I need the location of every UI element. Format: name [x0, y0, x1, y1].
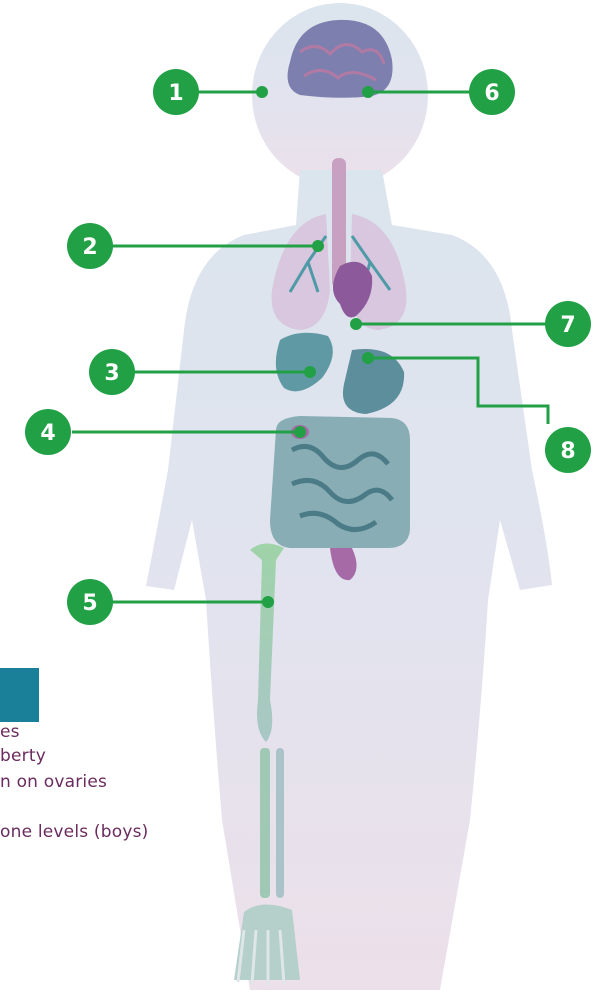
legend-line-4: one levels (boys): [0, 822, 149, 842]
legend-header-box: [0, 668, 39, 722]
marker-badge-1: 1: [153, 69, 199, 115]
svg-text:8: 8: [560, 439, 575, 464]
svg-text:1: 1: [168, 81, 183, 106]
svg-text:4: 4: [40, 421, 55, 446]
svg-text:5: 5: [82, 591, 97, 616]
svg-text:2: 2: [82, 235, 97, 260]
svg-text:6: 6: [484, 81, 499, 106]
legend-line-1: es: [0, 722, 20, 742]
legend-line-2: berty: [0, 746, 46, 766]
svg-text:7: 7: [560, 313, 575, 338]
marker-badge-3: 3: [89, 349, 135, 395]
marker-badge-6: 6: [469, 69, 515, 115]
marker-badge-8: 8: [545, 427, 591, 473]
marker-badge-2: 2: [67, 223, 113, 269]
svg-text:3: 3: [104, 361, 119, 386]
marker-badge-4: 4: [25, 409, 71, 455]
legend-line-3: n on ovaries: [0, 772, 107, 792]
marker-badge-7: 7: [545, 301, 591, 347]
marker-badge-5: 5: [67, 579, 113, 625]
